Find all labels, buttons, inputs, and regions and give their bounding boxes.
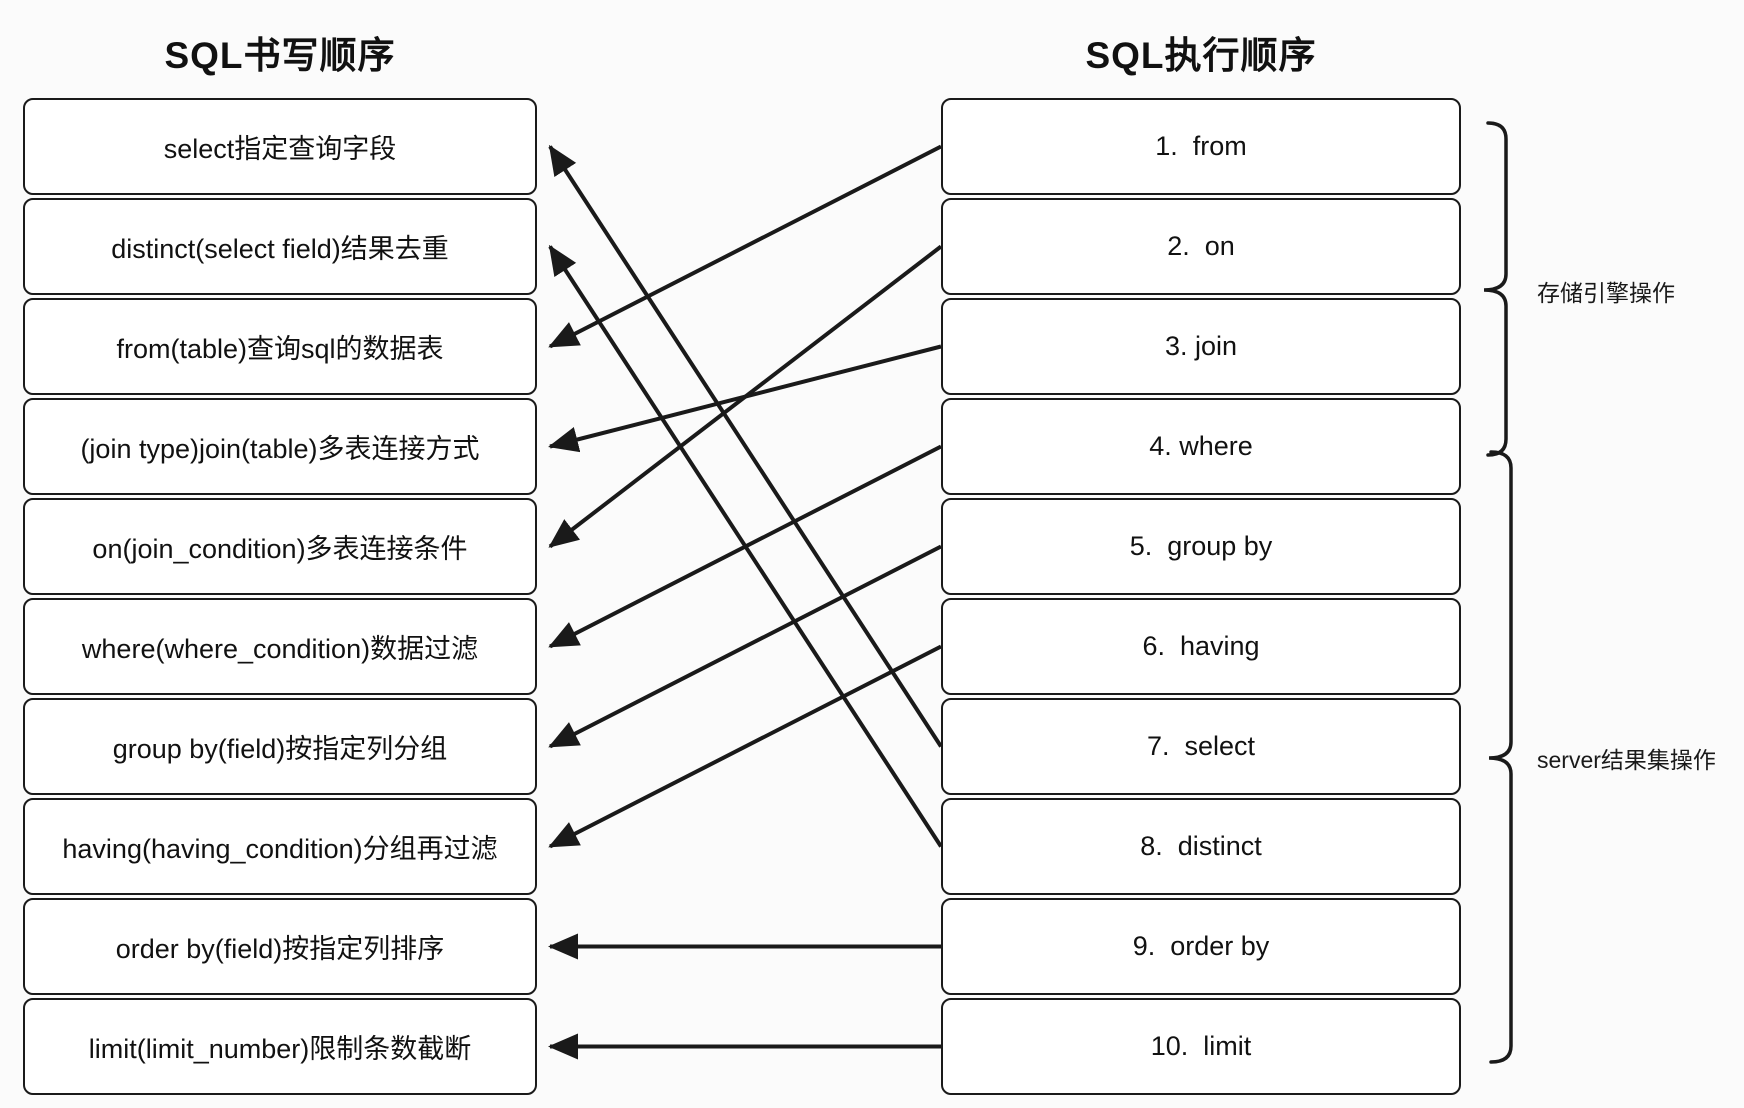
grouping-brace <box>1488 450 1513 1064</box>
execution-arrow <box>548 244 943 549</box>
execution-order-box-label: 5. group by <box>1129 531 1273 561</box>
execution-arrow <box>548 144 942 349</box>
execution-order-box: 8. distinct <box>941 798 1461 895</box>
writing-order-box: group by(field)按指定列分组 <box>23 698 537 795</box>
right-column-title: SQL执行顺序 <box>1085 35 1317 76</box>
writing-order-box: select指定查询字段 <box>23 98 537 195</box>
writing-order-box: on(join_condition)多表连接条件 <box>23 498 537 595</box>
execution-order-box: 4. where <box>941 398 1461 495</box>
execution-order-box-label: 2. on <box>1167 231 1235 261</box>
left-column-title: SQL书写顺序 <box>164 35 396 76</box>
grouping-brace <box>1483 121 1508 457</box>
execution-order-box-label: 3. join <box>1164 331 1238 361</box>
brace-label-server-resultset: server结果集操作 <box>1537 747 1716 773</box>
execution-order-box-label: 7. select <box>1146 731 1256 761</box>
writing-order-box: limit(limit_number)限制条数截断 <box>23 998 537 1095</box>
writing-order-box-label: having(having_condition)分组再过滤 <box>62 834 498 864</box>
writing-order-box: distinct(select field)结果去重 <box>23 198 537 295</box>
execution-order-box-label: 8. distinct <box>1140 831 1262 861</box>
writing-order-box: having(having_condition)分组再过滤 <box>23 798 537 895</box>
execution-order-box-label: 4. where <box>1149 431 1253 461</box>
execution-order-box-label: 9. order by <box>1132 931 1270 961</box>
execution-order-box-label: 10. limit <box>1150 1031 1252 1061</box>
writing-order-box-label: group by(field)按指定列分组 <box>112 734 448 764</box>
brace-label-storage-engine: 存储引擎操作 <box>1537 280 1675 306</box>
execution-arrow <box>548 344 942 453</box>
execution-arrow <box>548 444 942 649</box>
execution-arrow <box>548 544 942 749</box>
execution-order-box: 9. order by <box>941 898 1461 995</box>
writing-order-box-label: order by(field)按指定列排序 <box>115 934 445 964</box>
execution-order-box: 3. join <box>941 298 1461 395</box>
execution-order-box-label: 6. having <box>1142 631 1260 661</box>
execution-arrow <box>548 144 943 748</box>
writing-order-box-label: on(join_condition)多表连接条件 <box>92 534 468 564</box>
writing-order-box-label: from(table)查询sql的数据表 <box>116 334 444 364</box>
writing-order-box-label: limit(limit_number)限制条数截断 <box>88 1034 472 1064</box>
writing-order-box-label: where(where_condition)数据过滤 <box>81 634 479 664</box>
writing-order-box: from(table)查询sql的数据表 <box>23 298 537 395</box>
writing-order-box-label: select指定查询字段 <box>163 134 397 164</box>
writing-order-box: (join type)join(table)多表连接方式 <box>23 398 537 495</box>
writing-order-box: order by(field)按指定列排序 <box>23 898 537 995</box>
execution-order-box: 7. select <box>941 698 1461 795</box>
execution-order-box: 6. having <box>941 598 1461 695</box>
writing-order-box: where(where_condition)数据过滤 <box>23 598 537 695</box>
execution-order-box: 5. group by <box>941 498 1461 595</box>
execution-arrow <box>548 244 943 848</box>
writing-order-box-label: distinct(select field)结果去重 <box>111 234 449 264</box>
execution-order-box-label: 1. from <box>1155 131 1247 161</box>
execution-order-box: 1. from <box>941 98 1461 195</box>
execution-order-box: 2. on <box>941 198 1461 295</box>
writing-order-box-label: (join type)join(table)多表连接方式 <box>80 434 480 464</box>
execution-order-box: 10. limit <box>941 998 1461 1095</box>
execution-arrow <box>548 644 942 849</box>
